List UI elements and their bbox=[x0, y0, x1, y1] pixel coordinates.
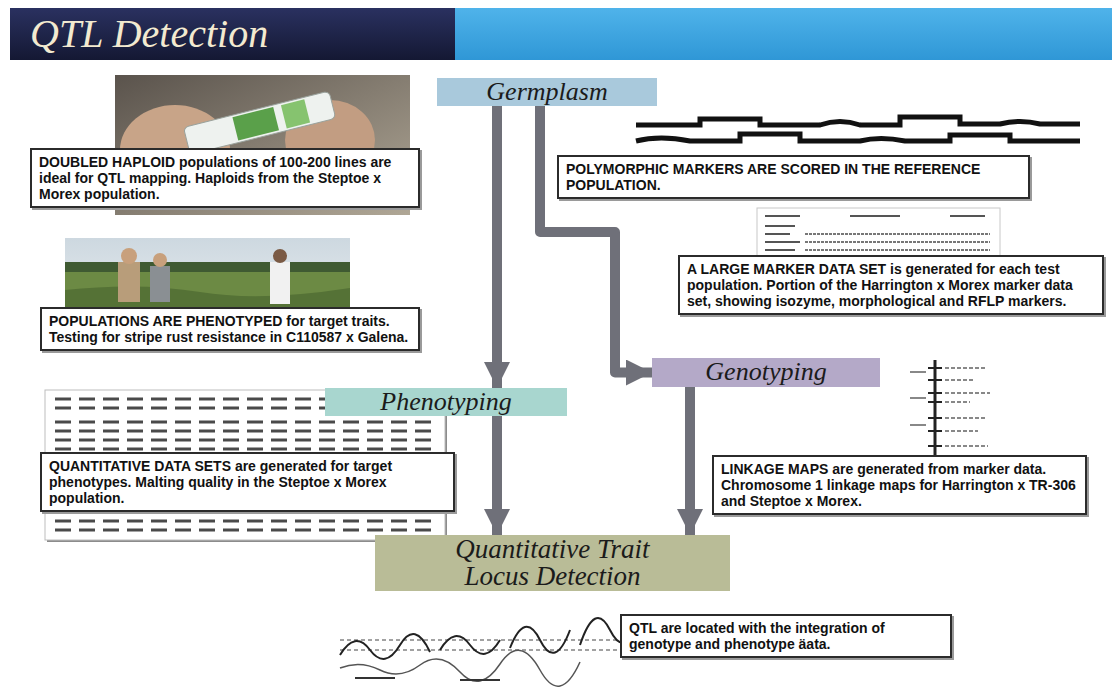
node-text: A LARGE MARKER DATA SET is generated for… bbox=[687, 261, 1095, 309]
node-text: Germplasm bbox=[441, 79, 653, 105]
caption-box: A LARGE MARKER DATA SET is generated for… bbox=[678, 255, 1104, 315]
diagram-title: QTL Detection bbox=[30, 11, 268, 56]
field-photo bbox=[65, 238, 350, 310]
stage-label: Phenotyping bbox=[325, 388, 567, 416]
caption-box: LINKAGE MAPS are generated from marker d… bbox=[712, 455, 1087, 515]
linkage-map-image bbox=[905, 355, 1048, 460]
stage-label: Germplasm bbox=[437, 78, 657, 106]
title-band bbox=[455, 8, 1112, 60]
node-text: DOUBLED HAPLOID populations of 100-200 l… bbox=[39, 154, 411, 202]
flow-arrow bbox=[540, 106, 652, 373]
node-text: Quantitative Trait Locus Detection bbox=[423, 536, 683, 590]
node-text: QUANTITATIVE DATA SETS are generated for… bbox=[49, 458, 446, 506]
node-text: Phenotyping bbox=[329, 389, 563, 415]
node-text: Genotyping bbox=[656, 359, 876, 385]
node-text: QTL are located with the integration of … bbox=[629, 620, 943, 652]
caption-box: DOUBLED HAPLOID populations of 100-200 l… bbox=[30, 148, 420, 208]
caption-box: QUANTITATIVE DATA SETS are generated for… bbox=[40, 452, 455, 512]
caption-box: QTL are located with the integration of … bbox=[620, 614, 952, 658]
stage-label: Quantitative Trait Locus Detection bbox=[375, 535, 730, 591]
marker-gel-image bbox=[632, 110, 1085, 155]
stage-label: Genotyping bbox=[652, 358, 880, 387]
flow-arrow bbox=[492, 416, 502, 535]
flow-arrow bbox=[492, 106, 502, 388]
node-text: POPULATIONS ARE PHENOTYPED for target tr… bbox=[49, 313, 411, 345]
node-text: POLYMORPHIC MARKERS ARE SCORED IN THE RE… bbox=[566, 161, 1021, 193]
title-holder: QTL Detection bbox=[30, 10, 268, 58]
flow-arrow bbox=[685, 387, 695, 535]
node-text: LINKAGE MAPS are generated from marker d… bbox=[721, 461, 1078, 509]
caption-box: POPULATIONS ARE PHENOTYPED for target tr… bbox=[40, 307, 420, 351]
caption-box: POLYMORPHIC MARKERS ARE SCORED IN THE RE… bbox=[557, 155, 1030, 199]
